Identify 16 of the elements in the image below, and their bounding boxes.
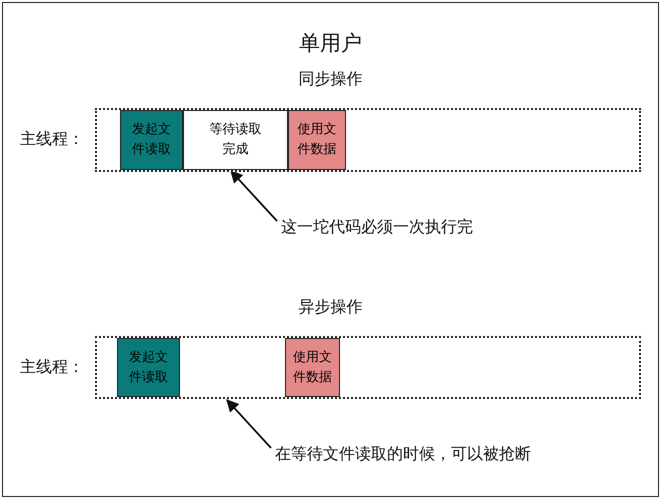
arrow [226, 399, 272, 449]
thread-label: 主线程： [20, 356, 84, 378]
step-box: 使用文件数据 [288, 110, 346, 170]
dotted-band [95, 108, 641, 172]
step-box: 发起文件读取 [117, 338, 180, 397]
section-heading: 同步操作 [298, 69, 362, 90]
step-box: 发起文件读取 [120, 110, 183, 170]
diagram-title: 单用户 [299, 30, 362, 57]
step-box: 等待读取完成 [183, 110, 288, 170]
thread-label: 主线程： [20, 129, 84, 150]
annotation-text: 在等待文件读取的时候，可以被抢断 [275, 444, 531, 465]
annotation-text: 这一坨代码必须一次执行完 [281, 217, 473, 238]
arrow [230, 170, 278, 222]
step-box: 使用文件数据 [285, 338, 340, 397]
section-heading: 异步操作 [298, 297, 362, 318]
dotted-band [95, 336, 641, 399]
